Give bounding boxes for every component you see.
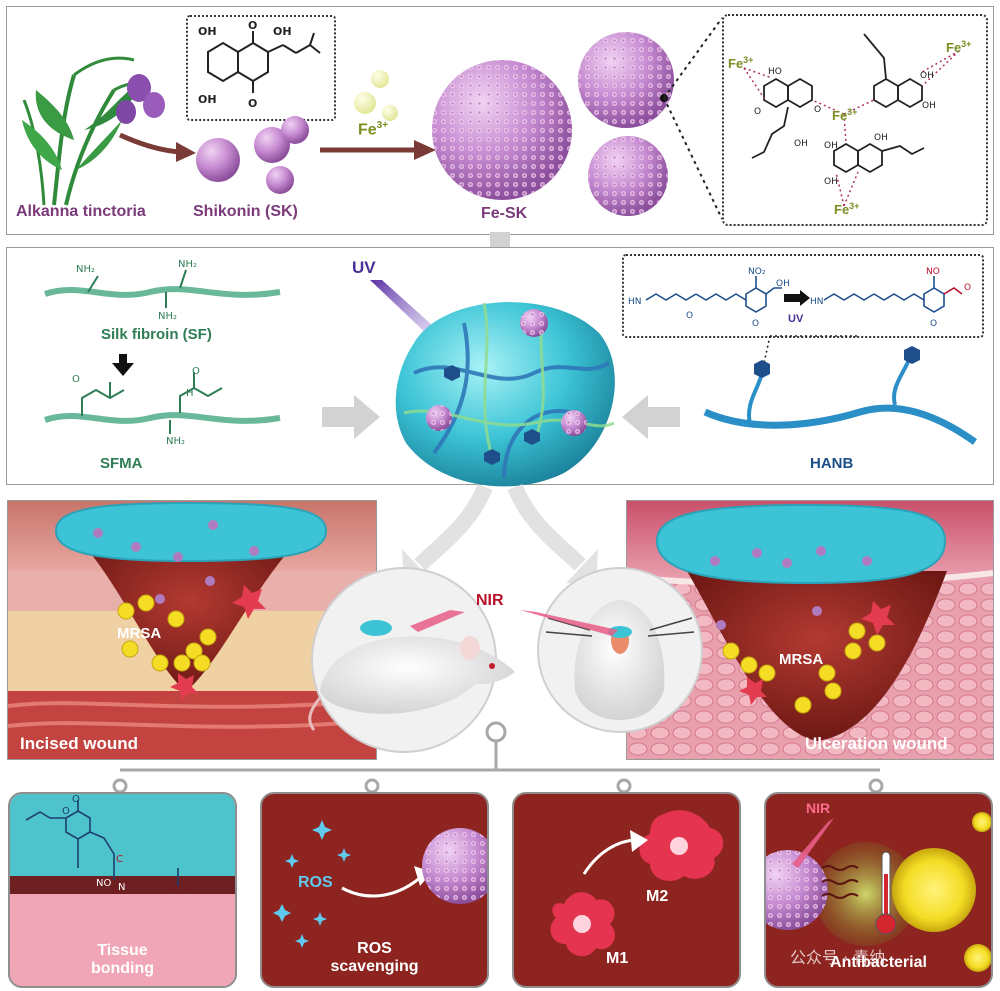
svg-text:OH: OH [273,25,292,38]
sk-label: Shikonin (SK) [193,203,298,220]
svg-text:O: O [686,311,693,321]
svg-text:OH: OH [198,93,217,106]
silk-fibroin-chain [44,269,281,308]
fe-sk-nanoparticles [432,32,674,216]
nh2-label: NH₂ [158,311,178,322]
hydrogel-network [395,302,615,487]
nh2-label: NH₂ [76,264,96,275]
sfma-label: SFMA [100,455,143,472]
fe-ions [354,70,398,121]
svg-text:Fe3+: Fe3+ [728,55,753,71]
nh2-label: NH₂ [166,436,186,447]
nh2-label: NH₂ [178,259,198,270]
shikonin-structure: OH O OH OH O [198,19,321,110]
tissue-bonding-illustration [10,794,235,986]
ulceration-wound-label: Ulceration wound [805,734,948,753]
sfma-chain [44,372,281,434]
arrow-right-icon [320,140,436,160]
svg-text:O: O [964,283,971,293]
svg-text:HO: HO [768,67,782,77]
hanb-label: HANB [810,455,854,472]
antibacterial-illustration [766,812,991,972]
incised-wound-label: Incised wound [20,734,139,753]
shikonin-structure-box [186,15,336,121]
svg-text:NO₂: NO₂ [748,267,766,277]
mrsa-left-label: MRSA [117,625,162,642]
svg-text:Fe3+: Fe3+ [946,39,971,55]
struct-oh-text: OH [198,25,217,38]
incised-wound-illustration [8,501,376,759]
alkanna-plant-illustration [22,56,165,206]
svg-text:HN: HN [810,297,824,307]
nir-label: NIR [476,592,504,609]
svg-text:Fe3+: Fe3+ [834,201,859,217]
incised-wound-panel: MRSA Incised wound [7,500,377,760]
svg-text:HN: HN [628,297,642,307]
shikonin-spheres [196,116,309,194]
svg-text:OH: OH [874,133,888,143]
macrophage-illustration [550,810,724,957]
uv-label: UV [352,258,376,277]
hanb-photoreaction-structure: HN NO₂ OH O O UV HN NO O O [628,267,971,329]
hanb-chain [703,335,978,445]
nir-small-label: NIR [806,800,831,816]
mrsa-right-label: MRSA [779,651,824,668]
flower-icon [143,92,165,118]
arrow-left-icon [622,395,680,439]
flower-icon [127,74,151,102]
m1-label: M1 [606,950,629,967]
svg-text:OH: OH [794,139,808,149]
fe-sk-coordination-structure: Fe3+ Fe3+ Fe3+ Fe3+ HO O O OH OH OH OH O… [728,33,971,217]
arrow-down-icon [112,354,134,376]
svg-text:OH: OH [824,177,838,187]
ros-label: ROS [298,874,333,891]
svg-text:O: O [248,19,257,32]
fe-sk-label: Fe-SK [481,205,528,222]
ros-scavenging-illustration [273,820,487,948]
svg-text:NO: NO [926,267,940,277]
arrow-right-icon [322,395,380,439]
flower-icon [116,100,136,124]
plant-label: Alkanna tinctoria [16,203,146,220]
connector-bracket [112,721,884,794]
mouse-illustration [308,567,703,753]
svg-text:OH: OH [824,141,838,151]
zoom-lines [663,17,723,220]
svg-text:OH: OH [776,279,790,289]
svg-text:UV: UV [788,313,804,325]
svg-text:OH: OH [920,71,934,81]
svg-text:O: O [814,105,821,115]
svg-text:Fe3+: Fe3+ [832,107,857,123]
sf-label: Silk fibroin (SF) [101,326,212,343]
svg-text:O: O [754,107,761,117]
arrow-right-icon [118,132,196,162]
svg-text:O: O [752,319,759,329]
watermark-text: 公众号 · 青纳 [790,948,886,967]
svg-text:O: O [248,97,257,110]
m2-label: M2 [646,888,669,905]
card-antibacterial: NIR Antibacterial [764,792,993,988]
card-title: Antibacterial [830,954,927,971]
card-macrophage-polarization: M2 M1 [512,792,741,988]
svg-text:O: O [930,319,937,329]
fe-ion-label: Fe3+ [358,120,389,139]
svg-text:OH: OH [922,101,936,111]
fe-sk-structure-box [722,14,988,226]
